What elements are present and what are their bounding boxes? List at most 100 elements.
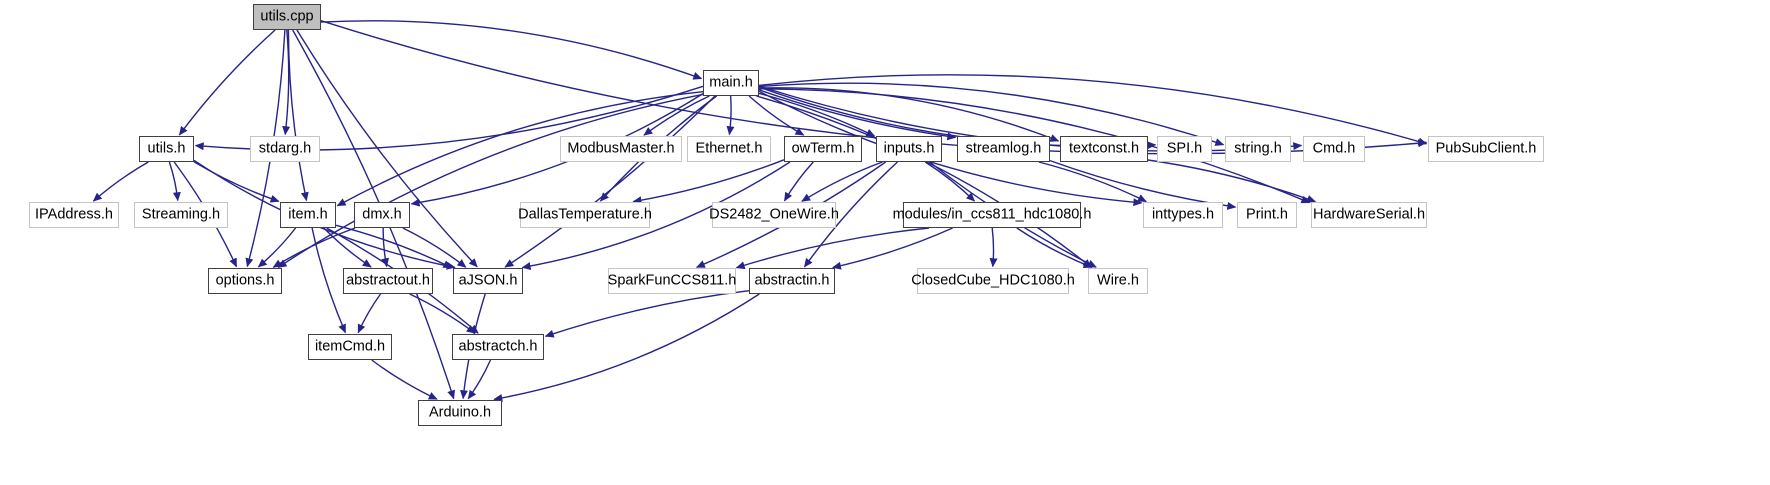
graph-edge-utils-cpp-to-item-h bbox=[287, 29, 309, 202]
graph-node-HardwareSerial-h[interactable]: HardwareSerial.h bbox=[1311, 202, 1427, 228]
graph-node-options-h[interactable]: options.h bbox=[208, 268, 282, 294]
graph-node-abstractch-h[interactable]: abstractch.h bbox=[452, 334, 544, 360]
graph-node-abstractout-h[interactable]: abstractout.h bbox=[343, 268, 433, 294]
graph-edge-streamlog-h-to-Print-h bbox=[1049, 159, 1237, 210]
graph-node-item-h[interactable]: item.h bbox=[280, 202, 336, 228]
graph-edge-in-ccs811-hdc1080-h-to-abstractin-h bbox=[832, 227, 953, 270]
graph-node-textconst-h[interactable]: textconst.h bbox=[1060, 136, 1148, 162]
graph-node-aJSON-h[interactable]: aJSON.h bbox=[453, 268, 523, 294]
graph-node-label: ModbusMaster.h bbox=[567, 140, 675, 157]
graph-node-label: main.h bbox=[709, 74, 753, 91]
graph-node-ModbusMaster-h[interactable]: ModbusMaster.h bbox=[560, 136, 682, 162]
graph-node-label: Arduino.h bbox=[428, 404, 492, 421]
graph-node-Wire-h[interactable]: Wire.h bbox=[1088, 268, 1148, 294]
graph-edge-utils-cpp-to-main-h bbox=[320, 20, 703, 80]
graph-node-label: SparkFunCCS811.h bbox=[607, 272, 737, 289]
graph-node-label: Ethernet.h bbox=[695, 140, 763, 157]
graph-node-label: inttypes.h bbox=[1151, 206, 1215, 223]
graph-edge-in-ccs811-hdc1080-h-to-ClosedCube-HDC1080-h bbox=[989, 227, 998, 268]
graph-node-Print-h[interactable]: Print.h bbox=[1237, 202, 1297, 228]
graph-node-streamlog-h[interactable]: streamlog.h bbox=[957, 136, 1050, 162]
graph-edge-dmx-h-to-options-h bbox=[272, 227, 356, 268]
graph-node-label: textconst.h bbox=[1068, 140, 1140, 157]
graph-edge-main-h-to-textconst-h bbox=[758, 87, 1060, 142]
graph-edge-abstractout-h-to-abstractch-h bbox=[409, 293, 476, 334]
graph-edge-utils-h-to-Streaming-h bbox=[168, 161, 181, 202]
graph-edge-main-h-to-Ethernet-h bbox=[726, 95, 735, 136]
graph-node-dmx-h[interactable]: dmx.h bbox=[354, 202, 410, 228]
graph-node-label: utils.cpp bbox=[260, 8, 314, 25]
graph-node-label: string.h bbox=[1234, 140, 1282, 157]
graph-edge-utils-h-to-item-h bbox=[193, 161, 280, 203]
graph-edge-main-h-to-inputs-h bbox=[758, 92, 876, 137]
graph-node-label: Cmd.h bbox=[1312, 140, 1356, 157]
graph-edge-utils-cpp-to-stdarg-h bbox=[282, 29, 291, 136]
graph-node-label: streamlog.h bbox=[965, 140, 1042, 157]
graph-node-label: abstractin.h bbox=[754, 272, 830, 289]
graph-edge-main-h-to-streamlog-h bbox=[758, 89, 957, 141]
graph-node-Streaming-h[interactable]: Streaming.h bbox=[134, 202, 228, 228]
graph-node-label: stdarg.h bbox=[258, 140, 312, 157]
graph-node-DallasTemperature-h[interactable]: DallasTemperature.h bbox=[518, 202, 652, 228]
graph-node-label: inputs.h bbox=[883, 140, 935, 157]
graph-edge-utils-cpp-to-aJSON-h bbox=[296, 29, 478, 268]
graph-node-stdarg-h[interactable]: stdarg.h bbox=[250, 136, 320, 162]
graph-edge-item-h-to-itemCmd-h bbox=[311, 227, 347, 334]
graph-edge-item-h-to-abstractout-h bbox=[323, 227, 372, 268]
graph-edge-main-h-to-options-h bbox=[277, 93, 704, 268]
graph-edge-owTerm-h-to-DS2482-OneWire-h bbox=[783, 161, 814, 202]
graph-node-label: PubSubClient.h bbox=[1435, 140, 1537, 157]
graph-node-Cmd-h[interactable]: Cmd.h bbox=[1303, 136, 1365, 162]
graph-node-utils-h[interactable]: utils.h bbox=[139, 136, 194, 162]
graph-edge-abstractch-h-to-Arduino-h bbox=[467, 359, 492, 400]
graph-node-label: abstractout.h bbox=[346, 272, 430, 289]
graph-node-string-h[interactable]: string.h bbox=[1225, 136, 1291, 162]
graph-node-label: Wire.h bbox=[1097, 272, 1139, 289]
graph-edge-dmx-h-to-abstractout-h bbox=[381, 227, 390, 268]
graph-node-label: ClosedCube_HDC1080.h bbox=[911, 272, 1075, 289]
graph-node-label: DS2482_OneWire.h bbox=[709, 206, 839, 223]
graph-edge-utils-cpp-to-PubSubClient-h bbox=[320, 20, 1428, 155]
graph-edge-utils-cpp-to-utils-h bbox=[178, 29, 276, 136]
graph-edge-dmx-h-to-aJSON-h bbox=[402, 227, 467, 268]
graph-node-SparkFunCCS811-h[interactable]: SparkFunCCS811.h bbox=[608, 268, 736, 294]
graph-node-utils-cpp[interactable]: utils.cpp bbox=[253, 4, 321, 30]
graph-node-ClosedCube-HDC1080-h[interactable]: ClosedCube_HDC1080.h bbox=[911, 268, 1075, 294]
graph-node-itemCmd-h[interactable]: itemCmd.h bbox=[308, 334, 392, 360]
graph-node-in-ccs811-hdc1080-h[interactable]: modules/in_ccs811_hdc1080.h bbox=[893, 202, 1091, 228]
graph-edge-textconst-h-to-HardwareSerial-h bbox=[1147, 159, 1317, 203]
graph-node-main-h[interactable]: main.h bbox=[703, 70, 759, 96]
graph-node-label: SPI.h bbox=[1166, 140, 1203, 157]
graph-node-label: aJSON.h bbox=[458, 272, 518, 289]
graph-edge-abstractin-h-to-abstractch-h bbox=[544, 290, 750, 338]
graph-node-Ethernet-h[interactable]: Ethernet.h bbox=[687, 136, 771, 162]
graph-edge-main-h-to-owTerm-h bbox=[748, 95, 805, 136]
graph-node-label: itemCmd.h bbox=[314, 338, 386, 355]
graph-node-owTerm-h[interactable]: owTerm.h bbox=[784, 136, 862, 162]
graph-node-label: owTerm.h bbox=[791, 140, 855, 157]
graph-edge-owTerm-h-to-DallasTemperature-h bbox=[632, 159, 785, 205]
graph-node-DS2482-OneWire-h[interactable]: DS2482_OneWire.h bbox=[709, 202, 839, 228]
graph-edge-main-h-to-aJSON-h bbox=[504, 95, 716, 268]
graph-edge-main-h-to-ModbusMaster-h bbox=[643, 95, 710, 136]
graph-edge-inputs-h-to-DS2482-OneWire-h bbox=[801, 161, 883, 202]
graph-node-abstractin-h[interactable]: abstractin.h bbox=[749, 268, 835, 294]
graph-node-label: Streaming.h bbox=[141, 206, 221, 223]
graph-node-inttypes-h[interactable]: inttypes.h bbox=[1143, 202, 1223, 228]
graph-node-label: options.h bbox=[215, 272, 275, 289]
graph-edge-abstractout-h-to-itemCmd-h bbox=[357, 293, 382, 334]
graph-node-label: abstractch.h bbox=[458, 338, 538, 355]
graph-edge-in-ccs811-hdc1080-h-to-Wire-h bbox=[1016, 227, 1093, 268]
graph-node-PubSubClient-h[interactable]: PubSubClient.h bbox=[1428, 136, 1544, 162]
graph-edge-in-ccs811-hdc1080-h-to-SparkFunCCS811-h bbox=[735, 227, 930, 270]
graph-node-Arduino-h[interactable]: Arduino.h bbox=[418, 400, 502, 426]
graph-node-label: IPAddress.h bbox=[35, 206, 113, 223]
graph-node-label: DallasTemperature.h bbox=[518, 206, 652, 223]
graph-edge-itemCmd-h-to-Arduino-h bbox=[371, 359, 438, 400]
graph-node-IPAddress-h[interactable]: IPAddress.h bbox=[29, 202, 119, 228]
graph-node-inputs-h[interactable]: inputs.h bbox=[876, 136, 942, 162]
graph-edge-inputs-h-to-in-ccs811-hdc1080-h bbox=[924, 161, 976, 202]
graph-node-SPI-h[interactable]: SPI.h bbox=[1157, 136, 1212, 162]
